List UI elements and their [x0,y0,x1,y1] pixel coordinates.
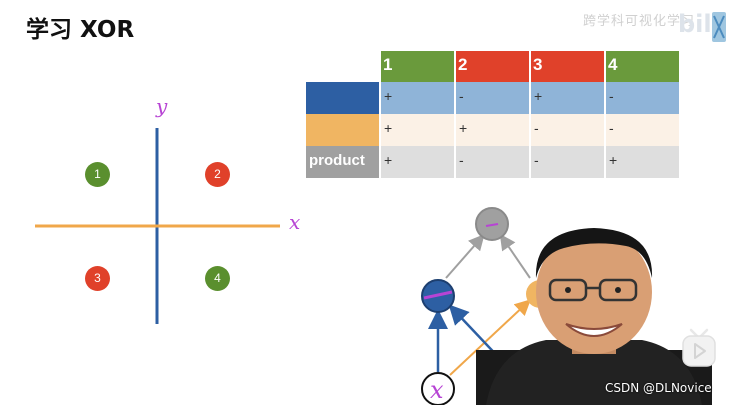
table-cell: - [531,146,604,178]
output-node-mark [485,223,499,227]
table-row: product + - - + [306,146,679,178]
table-cell: + [381,114,454,146]
table-cell: + [381,82,454,114]
shoulders [486,340,702,405]
slide-title: 学习 XOR [26,17,135,43]
bilibili-logo-icon: bili [678,10,726,42]
quadrant-3-marker: 3 [85,266,110,291]
edge-hidden-to-output [445,233,485,279]
quadrant-1-marker: 1 [85,162,110,187]
table-corner [306,51,379,82]
edge-hidden2-to-output [499,233,531,279]
quadrant-diagram: y x 1 2 3 4 [0,0,320,405]
edge-input-to-hidden2 [449,299,531,376]
quadrant-4-marker: 4 [205,266,230,291]
x-axis-label: x [289,210,301,234]
smile [565,323,623,337]
table-row: + + - - [306,114,679,146]
input-node-label: x [430,376,444,404]
table-cell: - [456,82,529,114]
table-cell: - [606,82,679,114]
table-header-cell: 2 [456,51,529,82]
xor-table: 1 2 3 4 + - + - + + - - product + - - + [304,51,681,178]
table-cell: + [606,146,679,178]
row-key-product: product [306,146,379,178]
axes [35,128,280,324]
table-header-cell: 1 [381,51,454,82]
hair [535,228,653,278]
table-cell: - [456,146,529,178]
table-cell: - [606,114,679,146]
table-cell: + [531,82,604,114]
watermark-top: 跨学科可视化学习 [583,14,696,29]
quadrant-2-marker: 2 [205,162,230,187]
watermark-bottom: CSDN @DLNovice [605,381,712,395]
table-row: + - + - [306,82,679,114]
face [536,230,652,354]
y-axis-label: y [156,94,168,118]
table-header-cell: 4 [606,51,679,82]
table-cell: - [531,114,604,146]
glasses-right [598,278,638,302]
table-header-row: 1 2 3 4 [306,51,679,82]
glasses-left [548,278,588,302]
hidden-node-mark [423,290,453,300]
input-node [421,372,455,405]
table-cell: + [456,114,529,146]
row-key-orange [306,114,379,146]
table-cell: + [381,146,454,178]
presenter-video [476,228,712,405]
table-header-cell: 3 [531,51,604,82]
play-icon[interactable] [681,326,717,368]
row-key-blue [306,82,379,114]
